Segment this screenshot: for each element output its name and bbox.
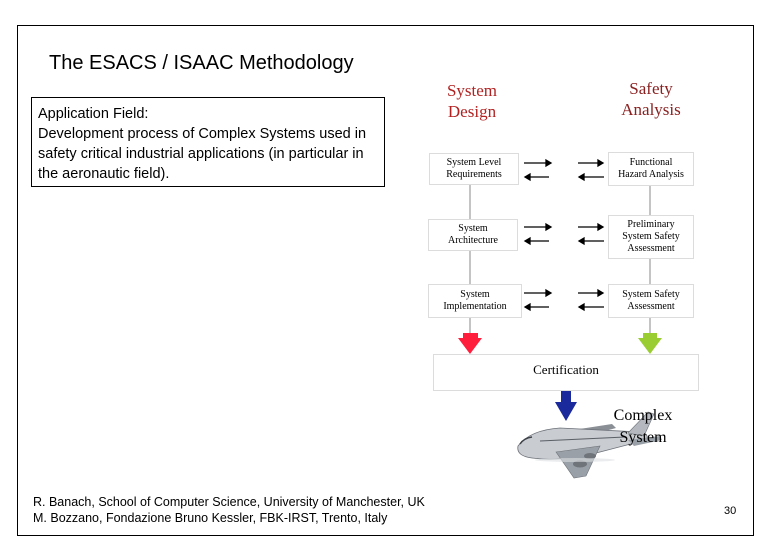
- slide-title: The ESACS / ISAAC Methodology: [49, 52, 354, 74]
- safety-analysis-header-line1: Safety: [629, 79, 673, 98]
- design-step-3-line1: System: [460, 289, 490, 300]
- complex-system-line1: Complex: [613, 407, 673, 424]
- footer-line1: R. Banach, School of Computer Science, U…: [33, 495, 425, 509]
- design-step-1-line1: System Level: [446, 157, 502, 168]
- footer-line2: M. Bozzano, Fondazione Bruno Kessler, FB…: [33, 511, 388, 525]
- safety-step-2-line2: System Safety: [622, 231, 680, 242]
- footer-credits: R. Banach, School of Computer Science, U…: [33, 494, 425, 526]
- complex-system-line2: System: [619, 429, 667, 446]
- safety-step-2-line3: Assessment: [627, 243, 675, 254]
- safety-step-1-line1: Functional: [629, 157, 673, 168]
- slide-frame: [17, 25, 754, 536]
- safety-step-3-line1: System Safety: [622, 289, 680, 300]
- safety-analysis-header-line2: Analysis: [621, 100, 681, 119]
- link-arrows-row-3: [523, 288, 605, 312]
- safety-analysis-header: Safety Analysis: [608, 78, 694, 120]
- page-number: 30: [724, 505, 737, 517]
- link-arrows-row-1: [523, 158, 605, 182]
- safety-step-2-line1: Preliminary: [627, 219, 675, 230]
- certification-arrow: [555, 391, 577, 421]
- application-field-box: Application Field: Development process o…: [31, 97, 385, 187]
- application-field-body: Development process of Complex Systems u…: [38, 126, 367, 182]
- design-step-2-line2: Architecture: [448, 235, 498, 246]
- link-arrows-row-2: [523, 222, 605, 246]
- certification-box: Certification: [434, 355, 698, 390]
- complex-system-label: Complex System: [600, 405, 686, 449]
- system-design-header-line2: Design: [447, 102, 497, 121]
- design-step-2-line1: System: [458, 223, 488, 234]
- system-design-header: System Design: [432, 80, 512, 122]
- design-step-3-line2: Implementation: [443, 301, 507, 312]
- system-design-header-line1: System: [446, 81, 498, 100]
- application-field-heading: Application Field:: [38, 106, 149, 122]
- certification-label: Certification: [533, 362, 599, 377]
- safety-step-3-line2: Assessment: [627, 301, 675, 312]
- airplane-illustration: [517, 411, 662, 479]
- safety-step-1-line2: Hazard Analysis: [618, 169, 684, 180]
- safety-flow-arrow: [638, 185, 662, 354]
- design-step-1-line2: Requirements: [446, 169, 502, 180]
- design-flow-arrow: [458, 185, 482, 354]
